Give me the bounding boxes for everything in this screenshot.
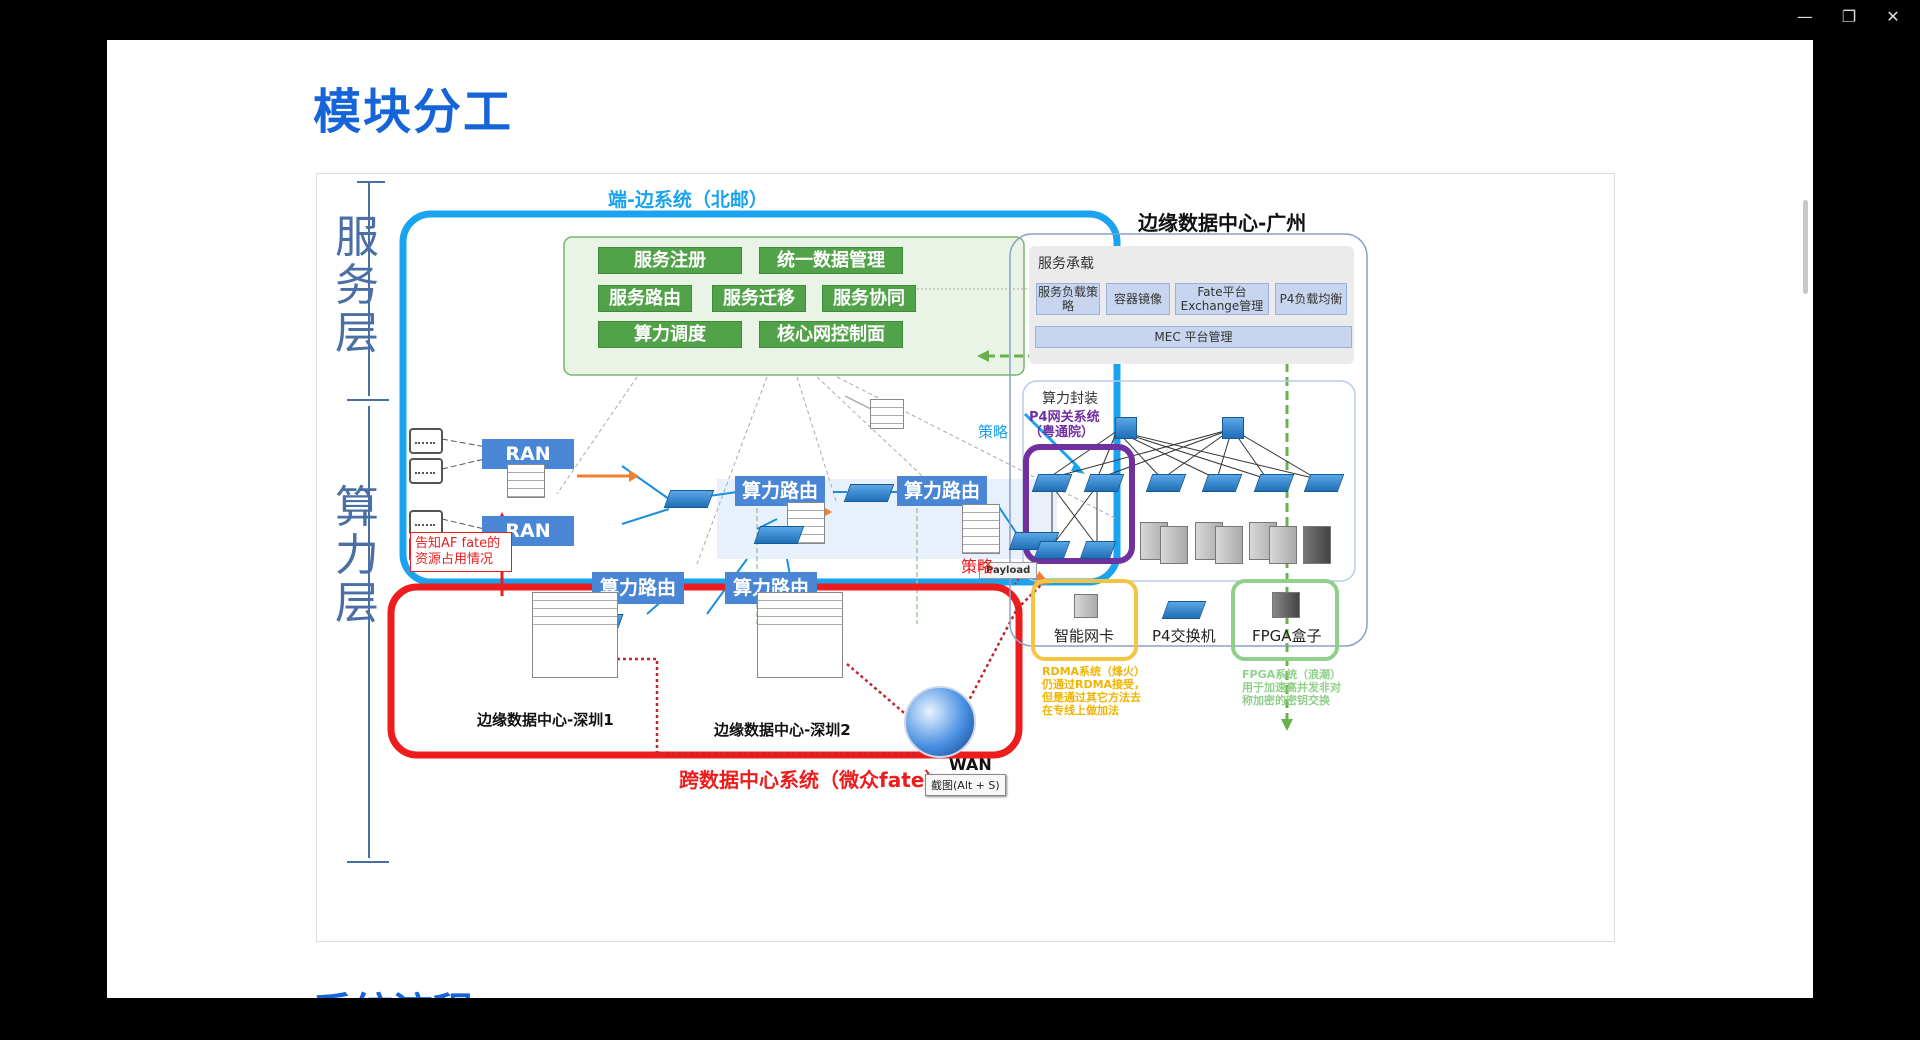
switch-icon [1115,417,1137,439]
dc-shenzhen-1: 边缘数据中心-深圳1 [477,711,614,729]
switch-icon [843,484,895,502]
policy-label: 策略 [961,557,994,576]
terminal-icon [409,428,443,454]
core-network-control-plane: 核心网控制面 [759,321,903,348]
switch-icon [1161,601,1207,619]
dc-topology-thumbnail [757,592,843,678]
service-coordination: 服务协同 [822,285,916,312]
fate-exchange-management: Fate平台Exchange管理 [1175,283,1269,315]
slide: 模块分工 [107,40,1813,998]
service-layer-label: 服务层 [335,212,379,359]
scrollbar[interactable] [1803,200,1808,294]
mec-platform-management: MEC 平台管理 [1035,326,1352,348]
service-register: 服务注册 [598,247,742,274]
switch-icon [1222,417,1244,439]
packet-header [787,502,825,544]
terminal-icon [409,458,443,484]
restore-icon[interactable]: ❐ [1841,7,1857,26]
diagram-canvas: 服务层 算力层 端-边系统（北邮） 服务注册 统一数据管理 服务路由 服务迁移 … [316,173,1615,942]
fpga-note: FPGA系统（浪潮）用于加速高并发非对称加密的密钥交换 [1242,668,1342,707]
switch-icon [1303,474,1345,492]
server-icon [1303,526,1331,564]
page-title: 模块分工 [313,84,514,140]
container-image: 容器镜像 [1106,283,1170,315]
dc-shenzhen-2: 边缘数据中心-深圳2 [714,721,851,739]
service-load-policy: 服务负载策略 [1036,283,1100,315]
rdma-note: RDMA系统（烽火）仍通过RDMA接受，但是通过其它方法去在专线上做加法 [1042,665,1146,717]
packet-header [870,399,904,429]
service-routing: 服务路由 [598,285,692,312]
server-icon [1160,526,1188,564]
globe-icon [904,686,976,758]
compute-layer-label: 算力层 [335,482,379,629]
compute-route-node: 算力路由 [735,476,825,506]
switch-icon [663,490,715,508]
compute-packaging-label: 算力封装 [1042,391,1098,407]
notice-box: 告知AF fate的资源占用情况 [410,532,512,572]
switch-icon [1083,474,1125,492]
next-section-title: 系统流程 [313,980,473,998]
compute-route-node: 算力路由 [897,476,987,506]
p4-load-balancing: P4负载均衡 [1275,283,1347,315]
switch-icon [1201,474,1243,492]
screenshot-tooltip: 截图(Alt + S) [925,774,1006,796]
dc-topology-thumbnail [532,592,618,678]
server-icon [1269,526,1297,564]
service-hosting-label: 服务承载 [1038,256,1094,272]
p4-switch-label: P4交换机 [1152,627,1216,645]
minimize-icon[interactable]: — [1797,7,1813,26]
switch-icon [1145,474,1187,492]
close-icon[interactable]: ✕ [1886,7,1900,26]
payload-label: Payload [979,562,1038,579]
policy-label: 策略 [978,423,1009,441]
packet-header [962,504,1000,554]
ran-node: RAN [482,516,574,546]
switch-icon [1031,474,1073,492]
smart-nic-label: 智能网卡 [1054,627,1115,645]
fpga-box-label: FPGA盒子 [1252,627,1322,645]
p4-gateway-label: P4网关系统（粤通院） [1029,410,1100,440]
server-icon [1215,526,1243,564]
switch-icon [753,526,805,544]
wan-label: WAN [949,755,992,774]
unified-data-management: 统一数据管理 [759,247,903,274]
service-migration: 服务迁移 [712,285,806,312]
packet-header [507,464,545,498]
edge-system-title: 端-边系统（北邮） [608,189,768,211]
compute-scheduling: 算力调度 [598,321,742,348]
server-icon [1272,592,1300,618]
switch-icon [1253,474,1295,492]
guangzhou-title: 边缘数据中心-广州 [1138,211,1307,235]
cross-dc-title: 跨数据中心系统（微众fate） [679,768,945,792]
server-icon [1074,594,1098,618]
